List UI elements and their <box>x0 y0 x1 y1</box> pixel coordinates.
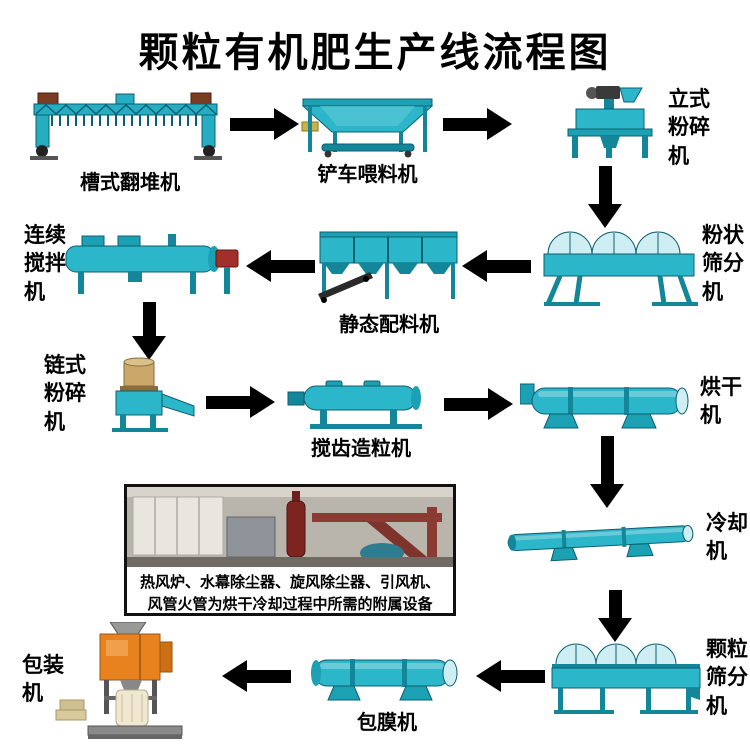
arrow-mixer-to-chain-crusher <box>132 302 166 360</box>
auxiliary-equipment-photo <box>127 487 453 567</box>
arrow-shaft <box>247 669 291 683</box>
arrow-cooler-to-granule-screener <box>598 590 632 642</box>
arrow-granule-screener-to-coater <box>476 660 545 692</box>
vertical-crusher-label: 立式粉碎机 <box>668 88 710 168</box>
arrow-granulator-to-dryer <box>444 388 513 420</box>
vertical-crusher-illustration <box>567 86 653 158</box>
arrow-feeder-to-crusher <box>443 108 512 140</box>
arrow-shaft <box>501 669 545 683</box>
packing-machine-illustration <box>55 622 183 739</box>
arrow-shaft <box>600 436 614 484</box>
cooler-illustration <box>507 525 694 562</box>
arrow-head-icon <box>598 618 632 642</box>
continuous-mixer-illustration <box>65 234 239 294</box>
loader-feeder-label: 铲车喂料机 <box>317 164 418 186</box>
packing-machine-label: 包装机 <box>22 654 64 706</box>
arrow-shaft <box>230 117 274 131</box>
arrow-chain-crusher-to-granulator <box>206 386 275 418</box>
arrow-head-icon <box>222 660 247 692</box>
static-batcher-label: 静态配料机 <box>339 314 439 336</box>
trough-turner-label: 槽式翻堆机 <box>80 172 180 194</box>
dryer-illustration <box>520 383 689 429</box>
arrow-shaft <box>443 117 487 131</box>
coating-machine-illustration <box>311 659 458 701</box>
arrow-head-icon <box>274 108 299 140</box>
arrow-shaft <box>271 259 315 273</box>
granule-screener-illustration <box>551 643 701 714</box>
arrow-head-icon <box>476 660 501 692</box>
powder-screener-label: 粉状筛分机 <box>702 224 744 304</box>
arrow-shaft <box>608 590 622 618</box>
chain-crusher-label: 链式粉碎机 <box>44 354 86 434</box>
arrow-coater-to-packer <box>222 660 291 692</box>
auxiliary-note: 热风炉、水幕除尘器、旋风除尘器、引风机、 风管火管为烘干冷却过程中所需的附属设备 <box>127 572 453 616</box>
arrow-head-icon <box>246 250 271 282</box>
powder-screener-illustration <box>543 231 698 306</box>
arrow-head-icon <box>462 250 487 282</box>
arrow-head-icon <box>487 108 512 140</box>
arrow-shaft <box>444 397 488 411</box>
coating-machine-label: 包膜机 <box>357 712 417 734</box>
tooth-granulator-illustration <box>287 380 422 429</box>
arrow-shaft <box>487 259 531 273</box>
loader-feeder-illustration <box>301 98 434 158</box>
arrow-head-icon <box>590 484 624 508</box>
continuous-mixer-label: 连续搅拌机 <box>24 224 66 304</box>
chain-crusher-illustration <box>112 357 195 432</box>
cooler-label: 冷却机 <box>706 512 748 564</box>
tooth-granulator-label: 搅齿造粒机 <box>311 438 411 460</box>
auxiliary-equipment-panel: 热风炉、水幕除尘器、旋风除尘器、引风机、 风管火管为烘干冷却过程中所需的附属设备 <box>124 484 456 616</box>
arrow-head-icon <box>250 386 275 418</box>
arrow-powder-screener-to-batcher <box>462 250 531 282</box>
dryer-label: 烘干机 <box>700 376 742 428</box>
arrow-head-icon <box>588 204 622 228</box>
arrow-shaft <box>142 302 156 336</box>
auxiliary-note-line2: 风管火管为烘干冷却过程中所需的附属设备 <box>147 596 433 613</box>
arrow-crusher-to-powder-screener <box>588 166 622 228</box>
arrow-shaft <box>598 166 612 204</box>
arrow-head-icon <box>132 336 166 360</box>
auxiliary-note-line1: 热风炉、水幕除尘器、旋风除尘器、引风机、 <box>139 574 440 592</box>
arrow-head-icon <box>488 388 513 420</box>
arrow-batcher-to-mixer <box>246 250 315 282</box>
page-title: 颗粒有机肥生产线流程图 <box>138 31 612 75</box>
static-batcher-illustration <box>318 231 458 303</box>
arrow-turner-to-feeder <box>230 108 299 140</box>
arrow-dryer-to-cooler <box>590 436 624 508</box>
trough-turner-illustration <box>30 92 222 160</box>
arrow-shaft <box>206 395 250 409</box>
granule-screener-label: 颗粒筛分机 <box>706 638 748 718</box>
